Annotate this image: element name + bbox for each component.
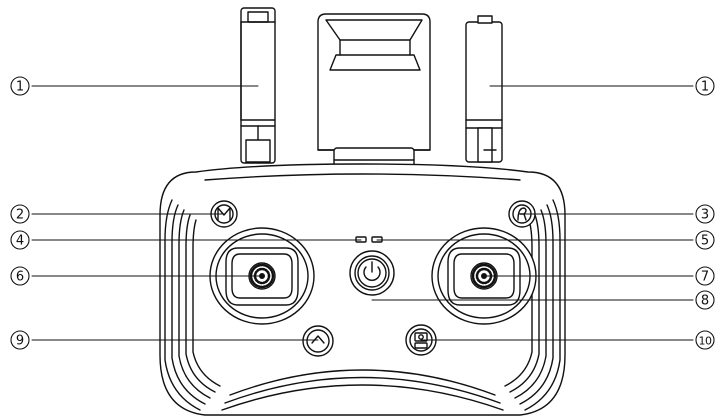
m-glyph-icon bbox=[217, 207, 231, 221]
callout-label-3: 3 bbox=[701, 208, 709, 223]
callout-label-1-left: 1 bbox=[16, 80, 24, 95]
callout-marker bbox=[10, 266, 30, 286]
leader-lines bbox=[31, 85, 694, 341]
callout-markers bbox=[10, 76, 715, 350]
camera-icon bbox=[414, 332, 428, 349]
callout-labels: 1 1 2 3 4 5 6 7 8 9 10 bbox=[16, 80, 713, 349]
right-antenna bbox=[465, 15, 503, 163]
callout-label-10: 10 bbox=[699, 335, 712, 348]
mode-button[interactable] bbox=[210, 200, 238, 228]
power-icon bbox=[363, 261, 381, 281]
callout-marker bbox=[10, 76, 30, 96]
power-button[interactable] bbox=[349, 250, 395, 296]
callout-label-1-right: 1 bbox=[701, 80, 709, 95]
callout-marker bbox=[695, 266, 715, 286]
callout-marker bbox=[695, 330, 715, 350]
callout-marker bbox=[10, 330, 30, 350]
callout-marker bbox=[695, 204, 715, 224]
callout-label-4: 4 bbox=[16, 234, 24, 249]
callout-label-9: 9 bbox=[16, 334, 24, 349]
callout-marker bbox=[10, 204, 30, 224]
custom-function-icon bbox=[517, 207, 527, 221]
callout-label-2: 2 bbox=[16, 208, 24, 223]
callout-marker bbox=[695, 230, 715, 250]
callout-marker bbox=[695, 290, 715, 310]
return-home-button[interactable] bbox=[302, 325, 334, 357]
callout-label-7: 7 bbox=[701, 270, 709, 285]
callout-label-6: 6 bbox=[16, 270, 24, 285]
phone-holder bbox=[317, 13, 431, 175]
callout-marker bbox=[695, 76, 715, 96]
home-arrow-icon bbox=[311, 335, 325, 344]
callout-label-5: 5 bbox=[701, 234, 709, 249]
callout-marker bbox=[10, 230, 30, 250]
callout-label-8: 8 bbox=[701, 294, 709, 309]
